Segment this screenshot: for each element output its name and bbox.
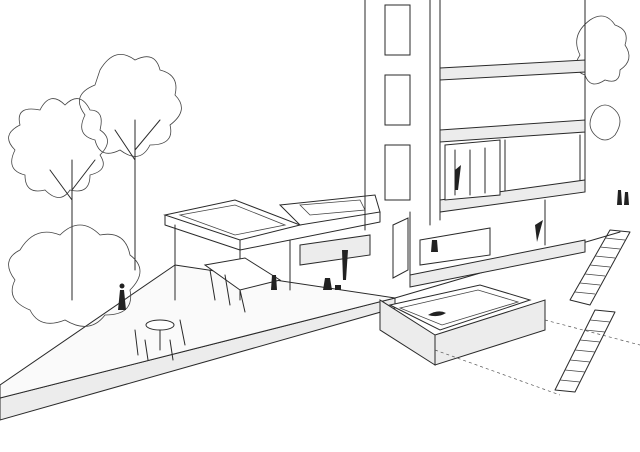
garden-table-and-chairs <box>134 319 186 361</box>
people-figures <box>118 165 629 310</box>
main-building <box>364 0 586 288</box>
rear-extension <box>163 194 409 313</box>
basement-pool <box>379 284 640 396</box>
garden-stairs <box>554 229 631 393</box>
trees <box>8 15 630 327</box>
